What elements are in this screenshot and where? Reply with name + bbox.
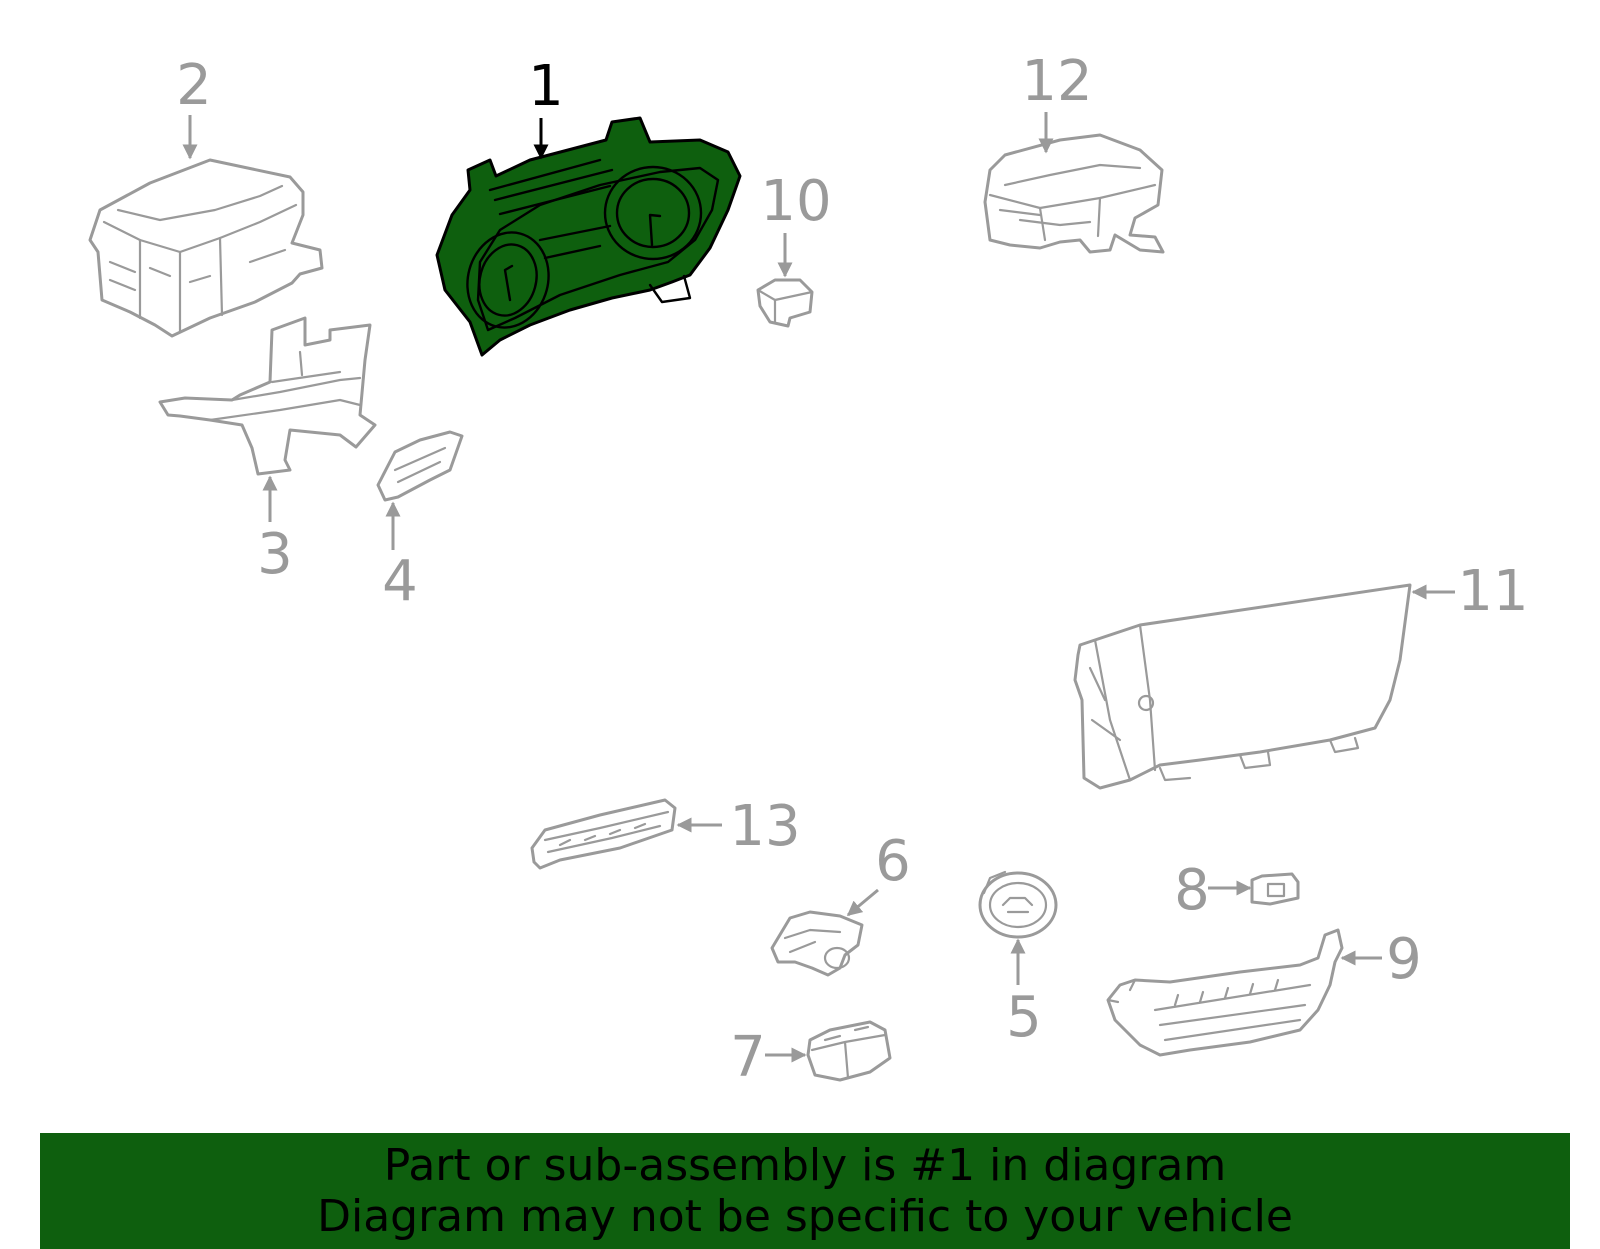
callout-10[interactable]: 10 <box>760 169 831 234</box>
part-4-switch[interactable] <box>376 430 464 502</box>
part-1-instrument-cluster[interactable] <box>435 116 742 357</box>
callout-13[interactable]: 13 <box>729 794 800 859</box>
part-11-display[interactable] <box>1073 583 1412 790</box>
part-2-module[interactable] <box>88 158 324 338</box>
callout-4[interactable]: 4 <box>382 549 418 614</box>
callout-8[interactable]: 8 <box>1174 858 1210 923</box>
part-7-switch[interactable] <box>806 1020 892 1082</box>
callout-9[interactable]: 9 <box>1386 927 1422 992</box>
banner-line-1: Part or sub-assembly is #1 in diagram <box>383 1140 1227 1191</box>
part-10-sensor[interactable] <box>756 278 814 328</box>
callout-11[interactable]: 11 <box>1457 559 1528 624</box>
callout-3[interactable]: 3 <box>257 522 293 587</box>
callout-1[interactable]: 1 <box>528 54 564 119</box>
callout-12[interactable]: 12 <box>1021 49 1092 114</box>
banner-line-2: Diagram may not be specific to your vehi… <box>317 1191 1293 1242</box>
part-5-rotary-control[interactable] <box>978 870 1058 939</box>
callout-2[interactable]: 2 <box>176 53 212 118</box>
info-banner: Part or sub-assembly is #1 in diagram Di… <box>40 1133 1570 1249</box>
part-13-switch-bank[interactable] <box>530 798 677 870</box>
part-12-airbag[interactable] <box>983 133 1165 254</box>
part-6-knob-switch[interactable] <box>770 910 864 977</box>
part-3-bracket[interactable] <box>158 316 377 476</box>
part-9-climate-panel[interactable] <box>1106 928 1344 1057</box>
part-8-button[interactable] <box>1250 872 1300 906</box>
callout-6[interactable]: 6 <box>875 829 911 894</box>
callout-7[interactable]: 7 <box>730 1025 766 1090</box>
arrow-6 <box>846 888 879 917</box>
callout-5[interactable]: 5 <box>1006 985 1042 1050</box>
